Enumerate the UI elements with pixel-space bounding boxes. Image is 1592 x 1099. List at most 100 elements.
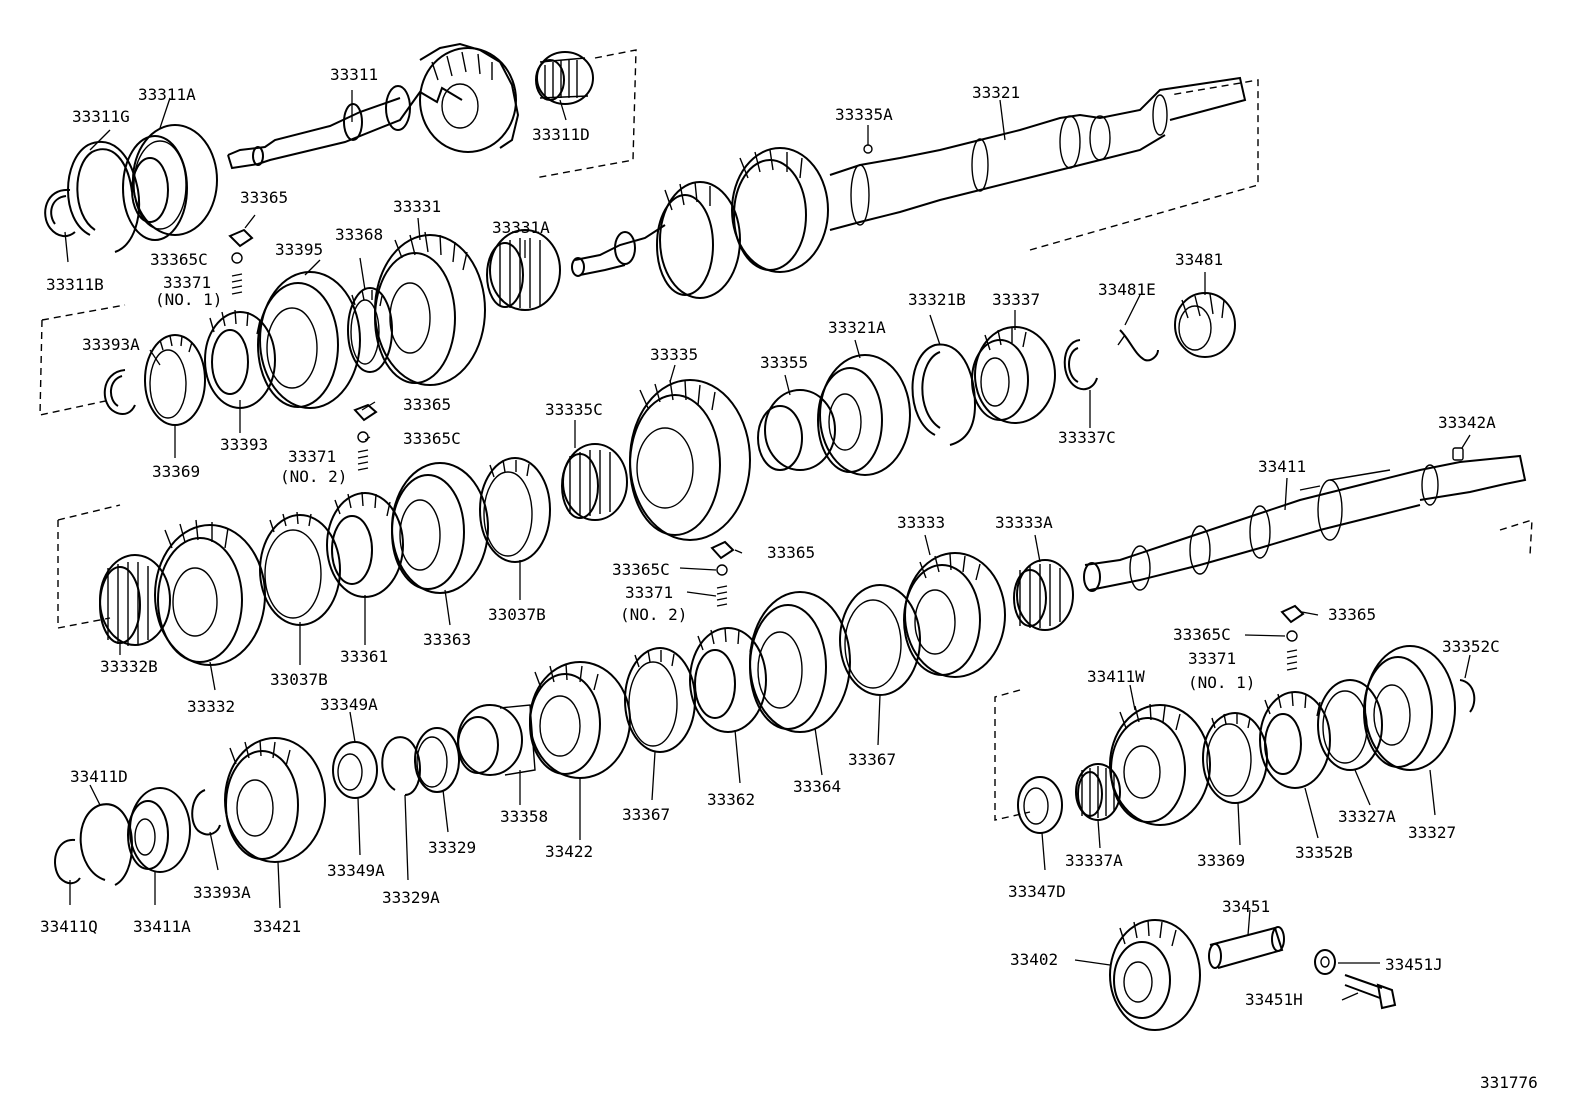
label-33411A: 33411A [133, 917, 191, 936]
gear-33422 [529, 661, 631, 779]
ring-33367-a [624, 647, 696, 753]
bearing-33331A [486, 229, 561, 311]
label-33365-b: 33365 [403, 395, 451, 414]
washer-33349A [332, 741, 378, 799]
washer-33451J [1314, 949, 1336, 975]
label-33368: 33368 [335, 225, 383, 244]
label-33342A: 33342A [1438, 413, 1496, 432]
label-33321B: 33321B [908, 290, 966, 309]
leader-lines [64, 90, 1471, 1001]
key-set-a [228, 228, 254, 295]
label-no2-c: (NO. 2) [620, 605, 687, 624]
sleeve-33395 [257, 271, 361, 409]
label-33327A: 33327A [1338, 807, 1396, 826]
key-set-d [1280, 604, 1305, 671]
label-33311G: 33311G [72, 107, 130, 126]
label-33335: 33335 [650, 345, 698, 364]
bearing-33411A [127, 787, 191, 873]
label-33327: 33327 [1408, 823, 1456, 842]
spacer-33355 [757, 389, 836, 471]
label-33363: 33363 [423, 630, 471, 649]
diagram-id: 331776 [1480, 1073, 1538, 1092]
label-33411W: 33411W [1087, 667, 1145, 686]
label-33329A: 33329A [382, 888, 440, 907]
key-set-c [710, 540, 735, 607]
label-33451J: 33451J [1385, 955, 1443, 974]
label-33321: 33321 [972, 83, 1020, 102]
snap-ring-33337C [1063, 339, 1098, 391]
snap-ring-33393A-b [191, 789, 221, 836]
label-no2-b: (NO. 2) [280, 467, 347, 486]
gear-33333 [903, 552, 1006, 678]
label-33335A: 33335A [835, 105, 893, 124]
shaft-33451 [1208, 926, 1285, 969]
ring-33367-b [839, 584, 921, 696]
label-33352C: 33352C [1442, 637, 1500, 656]
label-33311: 33311 [330, 65, 378, 84]
label-no1-d: (NO. 1) [1188, 673, 1255, 692]
sleeve-33363 [391, 462, 489, 594]
ring-33369 [144, 334, 206, 426]
label-33371-a: 33371 [163, 273, 211, 292]
snap-ring-33329A [381, 736, 422, 796]
bearing-33333A [1013, 559, 1074, 631]
ring-33352C [1459, 679, 1476, 713]
label-33365C-b: 33365C [403, 429, 461, 448]
gear-33331 [374, 231, 486, 386]
label-33367-b: 33367 [848, 750, 896, 769]
bolt-33451H [1344, 974, 1397, 1010]
label-no1-a: (NO. 1) [155, 290, 222, 309]
label-33362: 33362 [707, 790, 755, 809]
label-33037B-a: 33037B [488, 605, 546, 624]
label-33481: 33481 [1175, 250, 1223, 269]
label-33361: 33361 [340, 647, 388, 666]
label-33352B: 33352B [1295, 843, 1353, 862]
label-33393A-b: 33393A [193, 883, 251, 902]
idler-gear-33402 [1109, 919, 1201, 1031]
label-33421: 33421 [253, 917, 301, 936]
label-33347D: 33347D [1008, 882, 1066, 901]
collar-33358 [457, 704, 536, 776]
label-33365-a: 33365 [240, 188, 288, 207]
label-33422: 33422 [545, 842, 593, 861]
label-33393: 33393 [220, 435, 268, 454]
label-33451: 33451 [1222, 897, 1270, 916]
label-33365C-a: 33365C [150, 250, 208, 269]
seal-33347D [1017, 776, 1063, 834]
label-33332B: 33332B [100, 657, 158, 676]
ring-33368 [347, 287, 393, 373]
bearing-33335C [561, 443, 628, 521]
label-33411D: 33411D [70, 767, 128, 786]
label-33451H: 33451H [1245, 990, 1303, 1009]
output-shaft-33411 [1083, 447, 1527, 592]
sleeve-33327 [1363, 645, 1456, 771]
label-33371-c: 33371 [625, 583, 673, 602]
label-33311B: 33311B [46, 275, 104, 294]
gear-33421 [224, 737, 326, 863]
group-outlines [39, 49, 1533, 821]
label-33402: 33402 [1010, 950, 1058, 969]
label-33332: 33332 [187, 697, 235, 716]
pin-33481E [1117, 329, 1159, 362]
label-33369-b: 33369 [1197, 851, 1245, 870]
label-33369-a: 33369 [152, 462, 200, 481]
label-33364: 33364 [793, 777, 841, 796]
label-33037B-b: 33037B [270, 670, 328, 689]
bearing-33337A [1075, 763, 1121, 821]
part-labels: 33311 33311A 33311G 33311B 33311D 33321 … [40, 65, 1500, 1009]
snap-ring-33411D [79, 803, 134, 886]
label-33331A: 33331A [492, 218, 550, 237]
bearing-33311D [535, 51, 594, 105]
label-33395: 33395 [275, 240, 323, 259]
label-33349A-a: 33349A [320, 695, 378, 714]
snap-ring-33321B [911, 343, 977, 446]
ring-33327A [1317, 679, 1383, 771]
ring-33369-b [1202, 712, 1268, 804]
label-33365-c: 33365 [767, 543, 815, 562]
snap-ring-33411Q [54, 838, 81, 885]
counter-shaft-33321 [571, 76, 1247, 299]
label-33333A: 33333A [995, 513, 1053, 532]
input-shaft-33311 [227, 42, 520, 170]
gear-33335 [629, 379, 751, 541]
gear-33411W [1109, 703, 1211, 826]
